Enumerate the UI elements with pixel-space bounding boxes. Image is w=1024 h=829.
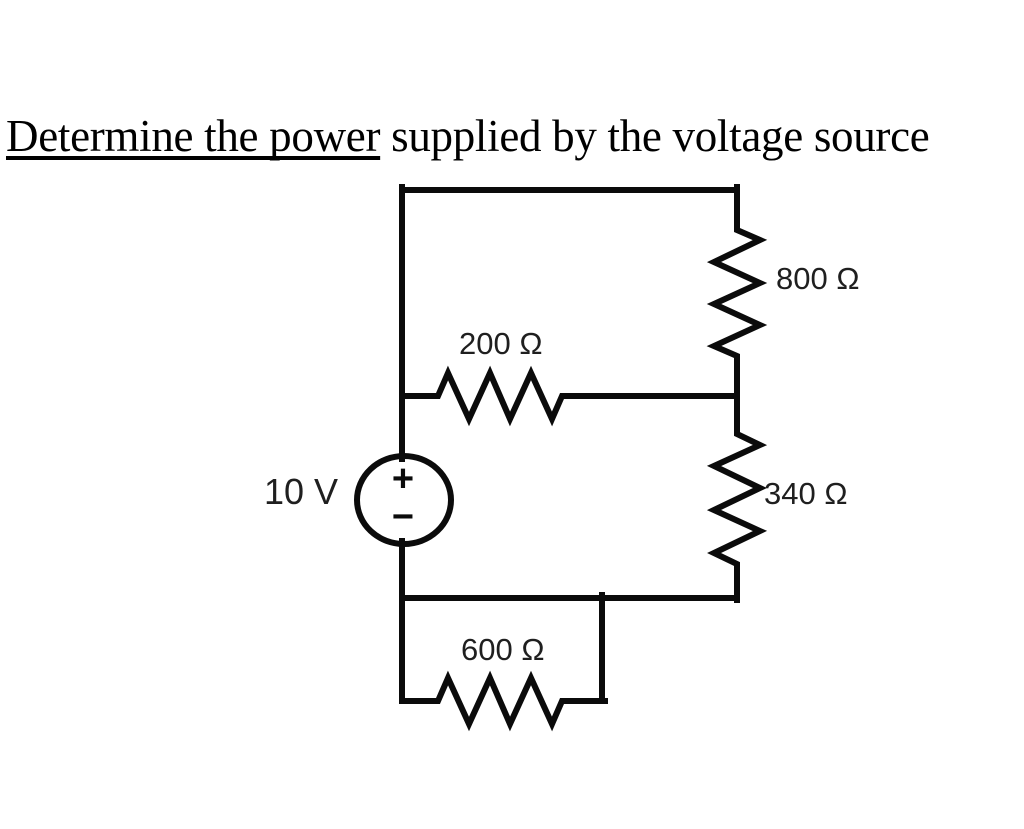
resistor-200-label: 200 Ω: [459, 326, 543, 361]
title-underlined-text: Determine the power: [6, 111, 381, 161]
resistor-200-symbol: [399, 365, 740, 427]
voltage-source-label: 10 V: [264, 471, 339, 512]
plus-icon: +: [392, 458, 414, 500]
page-title: Determine the power supplied by the volt…: [6, 111, 930, 163]
resistor-600-symbol: [399, 670, 608, 732]
minus-icon: −: [392, 496, 414, 538]
resistor-340-label: 340 Ω: [764, 476, 848, 511]
title-rest-text: supplied by the voltage source: [380, 111, 930, 161]
resistor-340-symbol: [706, 393, 768, 603]
resistor-800-label: 800 Ω: [776, 261, 860, 296]
resistor-600-label: 600 Ω: [461, 632, 545, 667]
resistor-800-symbol: [706, 184, 768, 401]
